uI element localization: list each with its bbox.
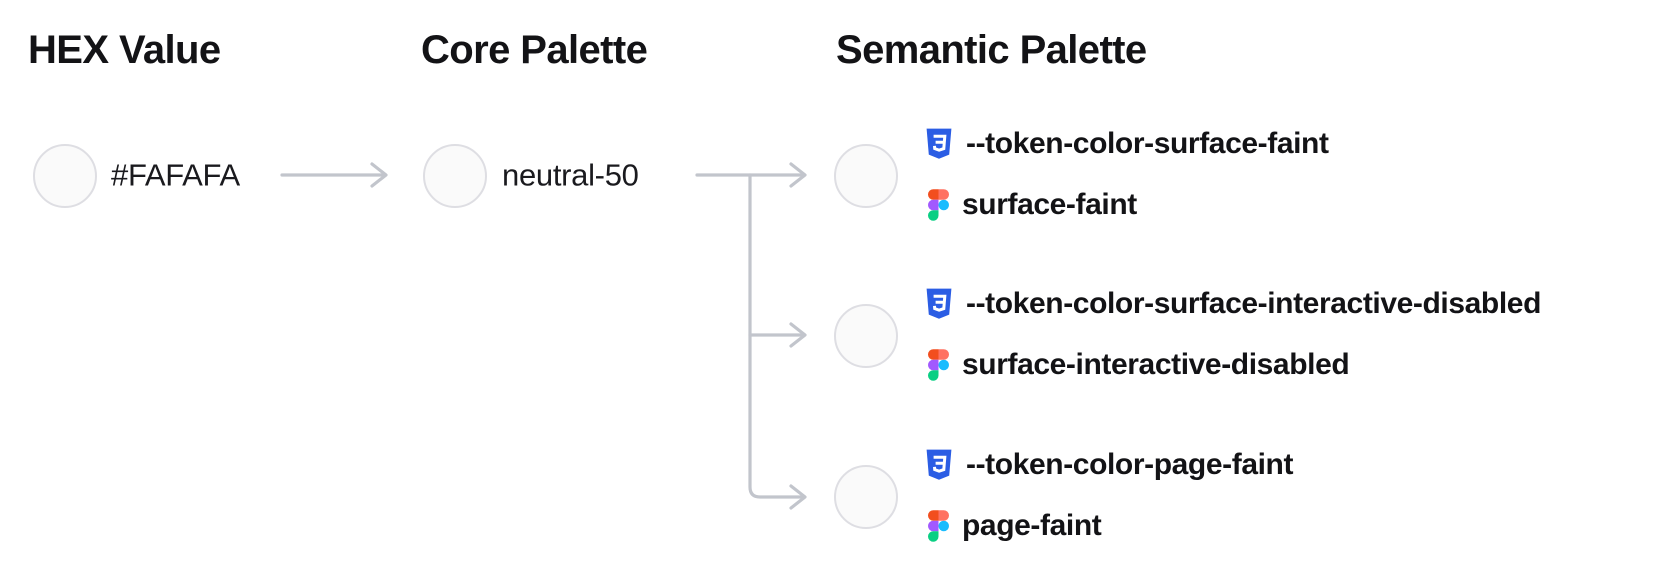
semantic-swatch bbox=[834, 304, 898, 368]
css-token-label: --token-color-surface-faint bbox=[966, 127, 1329, 160]
css3-shield-icon bbox=[926, 128, 952, 159]
arrow-core-to-sem1-head bbox=[789, 162, 807, 188]
css3-shield-icon bbox=[926, 288, 952, 319]
header-hex-value: HEX Value bbox=[28, 28, 221, 72]
figma-logo-icon bbox=[928, 510, 949, 542]
figma-token-label: surface-faint bbox=[962, 188, 1137, 221]
header-semantic-palette: Semantic Palette bbox=[836, 28, 1147, 72]
core-color-swatch bbox=[423, 144, 487, 208]
css-token-line: --token-color-page-faint bbox=[925, 448, 1293, 482]
figma-token-label: page-faint bbox=[962, 509, 1102, 542]
arrow-trunk-to-sem3 bbox=[748, 173, 804, 499]
semantic-swatch bbox=[834, 144, 898, 208]
arrow-hex-to-core-head bbox=[370, 162, 388, 188]
hex-color-swatch bbox=[33, 144, 97, 208]
css-token-line: --token-color-surface-faint bbox=[925, 127, 1329, 161]
figma-logo-icon bbox=[928, 349, 949, 381]
figma-token-line: page-faint bbox=[928, 509, 1102, 543]
css-token-label: --token-color-surface-interactive-disabl… bbox=[966, 287, 1541, 320]
figma-token-line: surface-faint bbox=[928, 188, 1137, 222]
figma-logo-icon bbox=[928, 189, 949, 221]
arrow-trunk-to-sem2-head bbox=[789, 322, 807, 348]
css-token-line: --token-color-surface-interactive-disabl… bbox=[925, 287, 1541, 321]
css3-shield-icon bbox=[926, 449, 952, 480]
css-token-label: --token-color-page-faint bbox=[966, 448, 1294, 481]
figma-token-line: surface-interactive-disabled bbox=[928, 348, 1350, 382]
hex-value-label: #FAFAFA bbox=[111, 157, 240, 193]
semantic-swatch bbox=[834, 465, 898, 529]
arrow-trunk-to-sem3-head bbox=[789, 484, 807, 510]
figma-token-label: surface-interactive-disabled bbox=[962, 348, 1350, 381]
core-palette-label: neutral-50 bbox=[502, 157, 639, 193]
header-core-palette: Core Palette bbox=[421, 28, 648, 72]
